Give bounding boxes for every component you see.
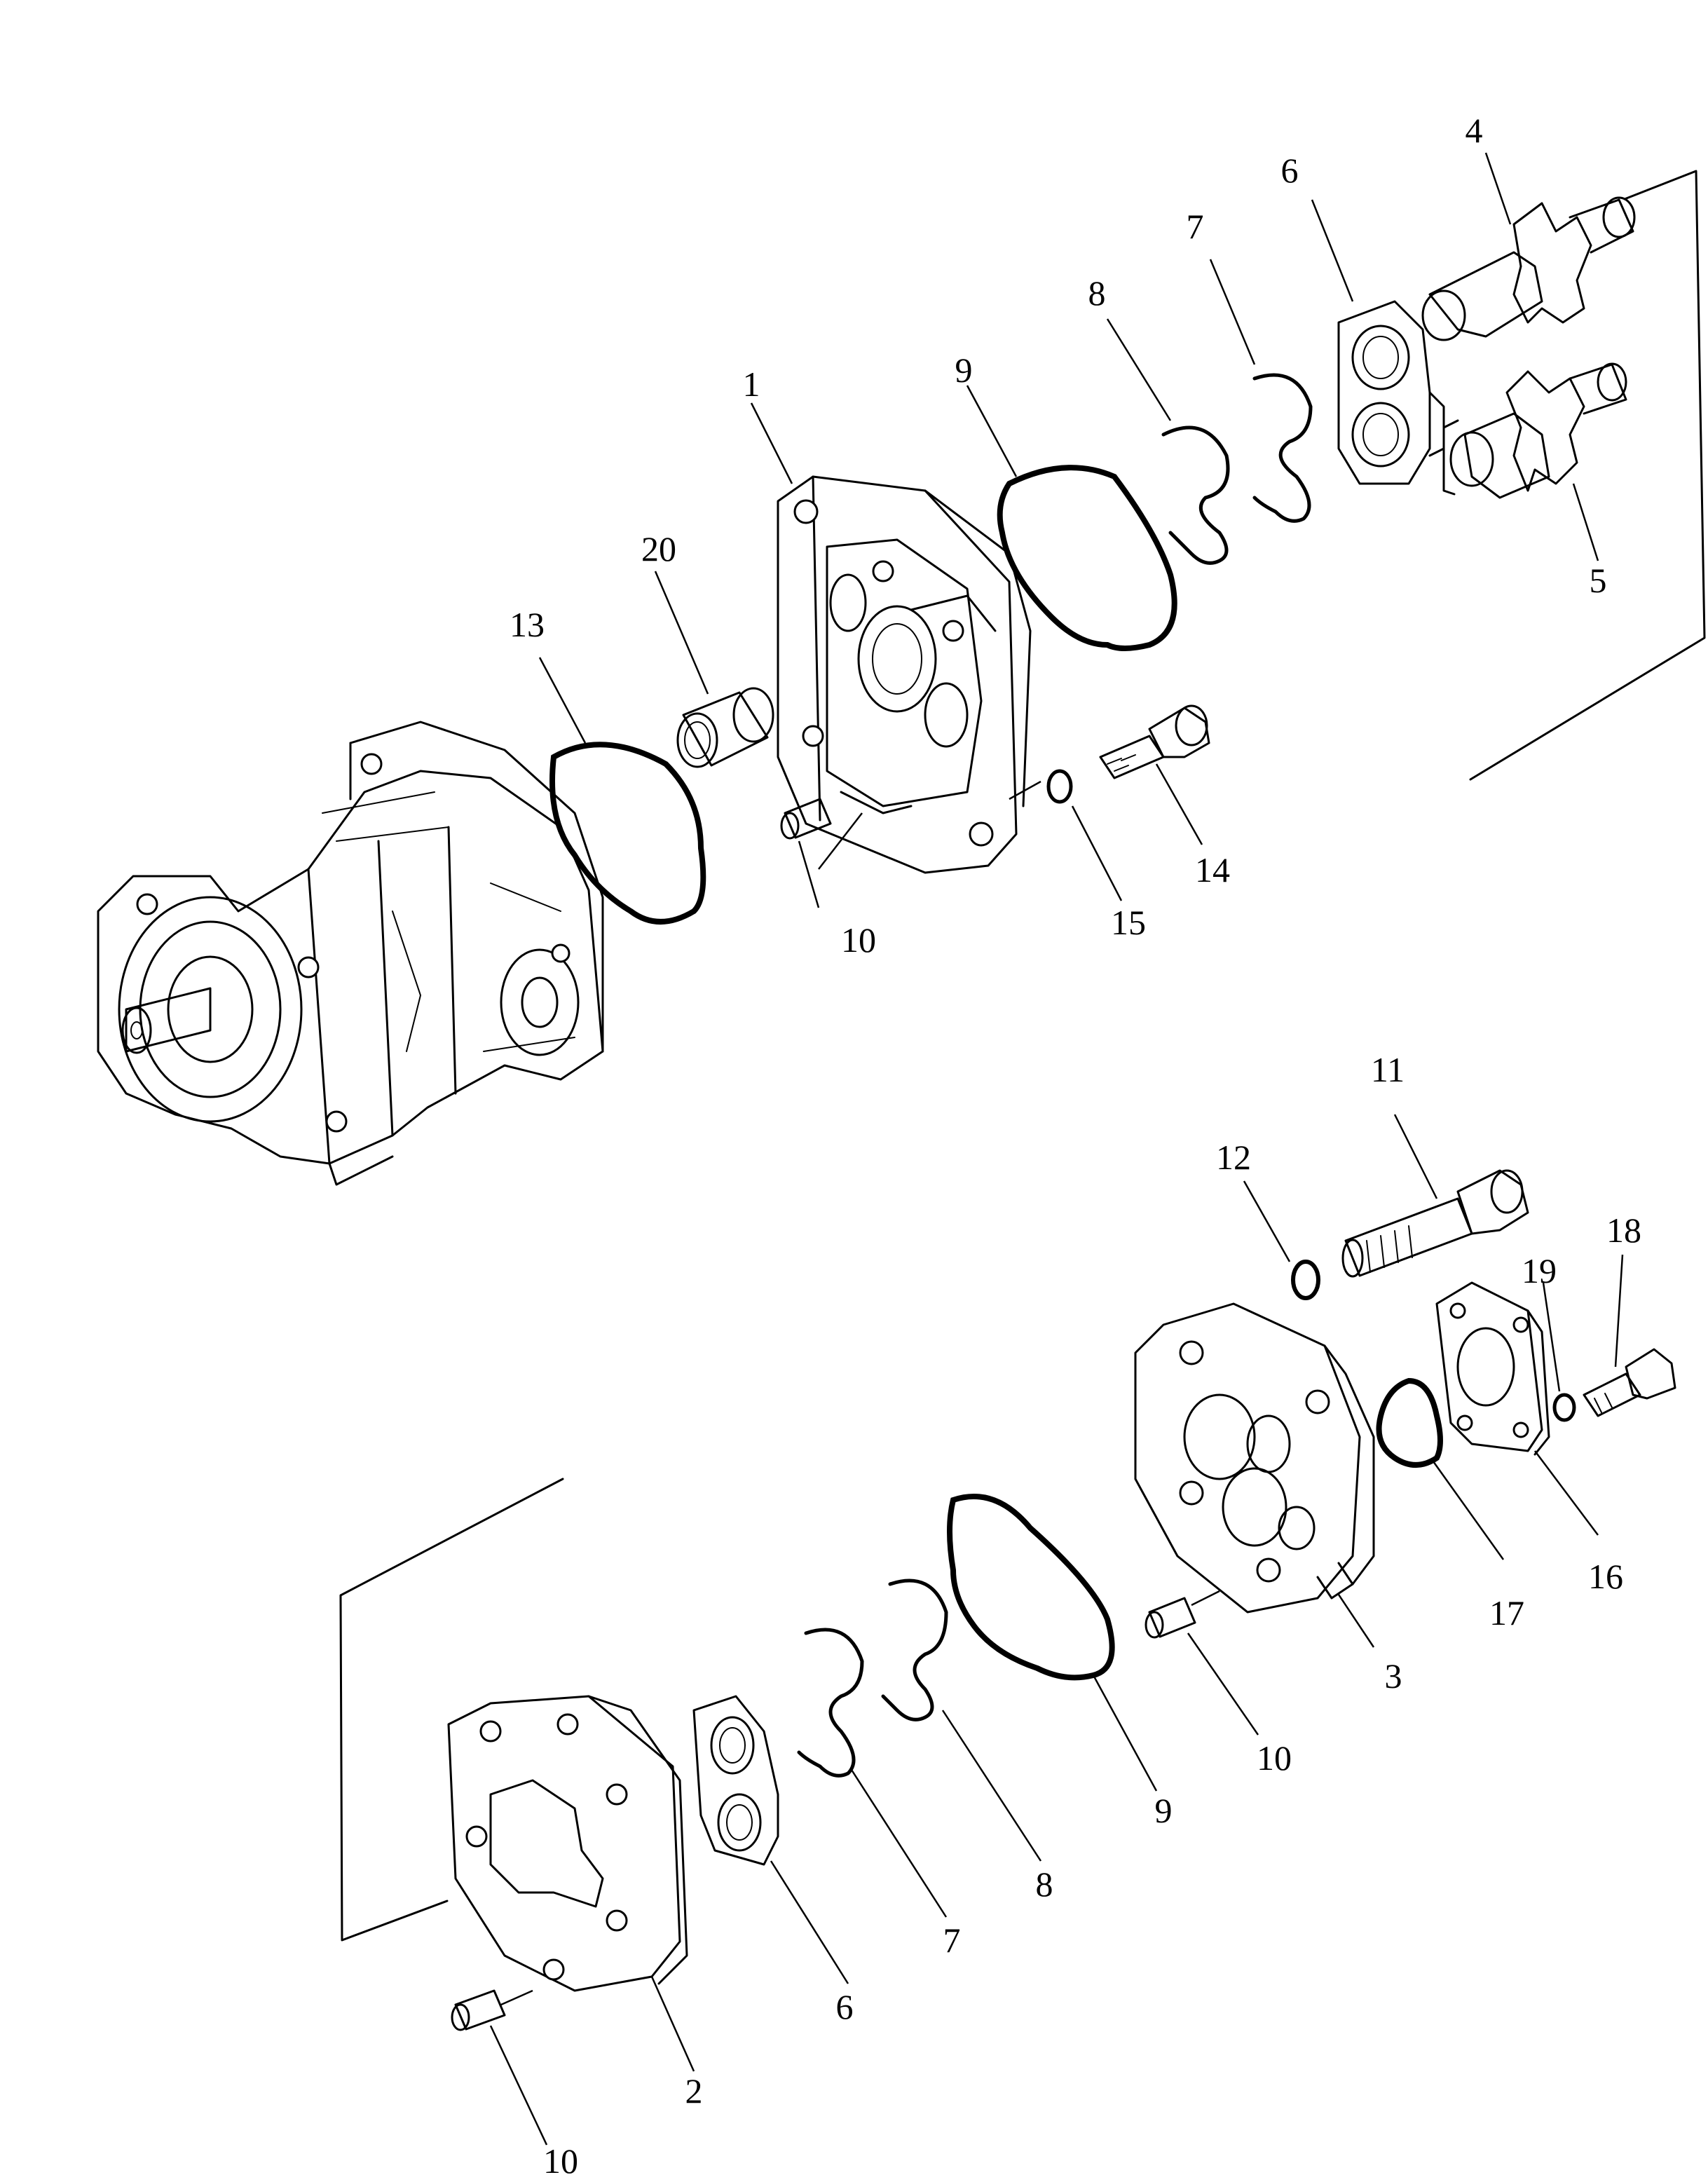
callout-4: 4 bbox=[1466, 111, 1483, 150]
pump-body-assembly bbox=[97, 721, 604, 1186]
dowel-pin-10-lower bbox=[451, 1989, 506, 2031]
bearing-plate-6-upper bbox=[1337, 300, 1445, 485]
callout-2: 2 bbox=[685, 2071, 703, 2111]
callout-15: 15 bbox=[1111, 903, 1146, 942]
bolt-18 bbox=[1583, 1348, 1676, 1417]
washer-19 bbox=[1552, 1393, 1576, 1422]
callout-9-lower: 9 bbox=[1155, 1791, 1173, 1830]
callout-17: 17 bbox=[1489, 1593, 1524, 1632]
rear-cover-3 bbox=[1134, 1302, 1375, 1614]
leader-lines bbox=[489, 152, 1624, 2146]
bushing-20 bbox=[676, 687, 774, 768]
callout-9-upper: 9 bbox=[955, 350, 973, 390]
clip-8-lower bbox=[881, 1578, 948, 1721]
flange-16 bbox=[1435, 1281, 1550, 1456]
group-bracket-upper bbox=[1469, 170, 1706, 781]
callout-13: 13 bbox=[510, 605, 545, 644]
o-ring-17 bbox=[1376, 1377, 1443, 1468]
callout-10-middle: 10 bbox=[1257, 1738, 1292, 1778]
seal-ring-9-lower bbox=[947, 1494, 1115, 1681]
callout-1: 1 bbox=[743, 364, 760, 404]
callout-3: 3 bbox=[1385, 1656, 1402, 1696]
callout-12: 12 bbox=[1216, 1138, 1251, 1177]
callout-8-upper: 8 bbox=[1088, 273, 1106, 313]
dowel-pin-10-middle bbox=[1145, 1597, 1196, 1639]
o-ring-13 bbox=[549, 742, 706, 925]
clip-7-lower bbox=[797, 1628, 864, 1778]
callout-16: 16 bbox=[1588, 1557, 1623, 1596]
bearing-plate-6-lower bbox=[692, 1695, 779, 1866]
callout-7-lower: 7 bbox=[943, 1921, 961, 1960]
clip-8-upper bbox=[1161, 425, 1230, 565]
bolt-14 bbox=[1099, 704, 1210, 779]
callout-8-lower: 8 bbox=[1036, 1864, 1053, 1904]
flange-plate-1 bbox=[777, 475, 1032, 874]
drive-gear-4 bbox=[1421, 196, 1636, 341]
gear-housing-2 bbox=[447, 1695, 688, 1992]
clip-7-upper bbox=[1252, 373, 1313, 523]
callout-10-upper: 10 bbox=[841, 920, 876, 960]
callout-20: 20 bbox=[641, 529, 676, 568]
callout-10-lower: 10 bbox=[543, 2141, 578, 2181]
callout-6-lower: 6 bbox=[836, 1987, 854, 2026]
group-bracket-lower bbox=[339, 1478, 564, 1942]
callout-7-upper: 7 bbox=[1187, 207, 1204, 246]
callout-6-upper: 6 bbox=[1281, 151, 1299, 190]
callouts: 1 20 13 10 9 8 7 6 4 5 15 14 11 12 18 19… bbox=[510, 111, 1641, 2181]
callout-18: 18 bbox=[1606, 1211, 1641, 1250]
seal-ring-9-upper bbox=[997, 465, 1177, 651]
bolt-11 bbox=[1341, 1169, 1529, 1278]
callout-5: 5 bbox=[1590, 561, 1607, 600]
washer-12 bbox=[1291, 1260, 1320, 1300]
dowel-pin-10-upper bbox=[780, 798, 832, 840]
callout-11: 11 bbox=[1371, 1050, 1405, 1089]
washer-15 bbox=[1046, 769, 1073, 804]
callout-14: 14 bbox=[1195, 850, 1230, 889]
callout-19: 19 bbox=[1522, 1251, 1557, 1290]
driven-gear-5 bbox=[1442, 362, 1627, 499]
